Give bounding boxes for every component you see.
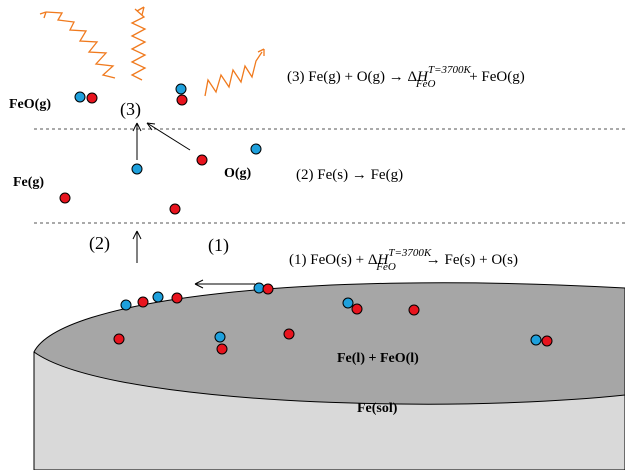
fe-atom bbox=[351, 303, 363, 315]
feo-gas-fe-atom-2 bbox=[176, 94, 188, 106]
fe-atom bbox=[169, 203, 181, 215]
fe-atom bbox=[541, 335, 553, 347]
step2-marker: (2) bbox=[89, 233, 110, 254]
o-atom bbox=[214, 331, 226, 343]
step3-marker: (3) bbox=[120, 99, 141, 120]
fe-atom bbox=[216, 343, 228, 355]
wave-right bbox=[204, 51, 263, 97]
wave-middle-arrowhead bbox=[136, 6, 145, 16]
o-atom bbox=[250, 143, 262, 155]
feo-gas-fe-atom bbox=[86, 92, 98, 104]
emission-waves bbox=[39, 6, 265, 97]
fe-atom bbox=[262, 283, 274, 295]
o-atom bbox=[152, 291, 164, 303]
solid-label: Fe(sol) bbox=[357, 401, 398, 416]
fe-atom bbox=[196, 154, 208, 166]
liquid-label: Fe(l) + FeO(l) bbox=[337, 351, 419, 366]
atoms bbox=[59, 83, 553, 355]
step1-marker: (1) bbox=[208, 235, 229, 256]
fe-gas-label: Fe(g) bbox=[13, 175, 44, 190]
o-atom bbox=[253, 282, 265, 294]
o-atom bbox=[131, 163, 143, 175]
o-atom bbox=[120, 299, 132, 311]
o-atom bbox=[530, 334, 542, 346]
wave-right-arrowhead bbox=[257, 48, 265, 56]
fe-atom bbox=[171, 292, 183, 304]
liquid-surface bbox=[33, 282, 625, 405]
wave-left bbox=[45, 11, 116, 79]
fe-atom bbox=[137, 296, 149, 308]
arrows bbox=[132, 122, 255, 289]
fe-atom bbox=[59, 192, 71, 204]
feo-gas-label: FeO(g) bbox=[9, 97, 51, 112]
fe-atom bbox=[408, 304, 420, 316]
reaction-2: (2) Fe(s) → Fe(g) bbox=[296, 167, 403, 183]
wave-middle bbox=[130, 8, 147, 81]
arrow-o-to-step3 bbox=[146, 122, 191, 151]
feo-gas-o-atom-2 bbox=[175, 83, 187, 95]
fe-atom bbox=[113, 333, 125, 345]
fe-atom bbox=[283, 328, 295, 340]
o-gas-label: O(g) bbox=[224, 166, 252, 181]
feo-gas-o-atom bbox=[74, 91, 86, 103]
o-atom bbox=[342, 297, 354, 309]
wave-left-arrowhead bbox=[39, 11, 47, 19]
